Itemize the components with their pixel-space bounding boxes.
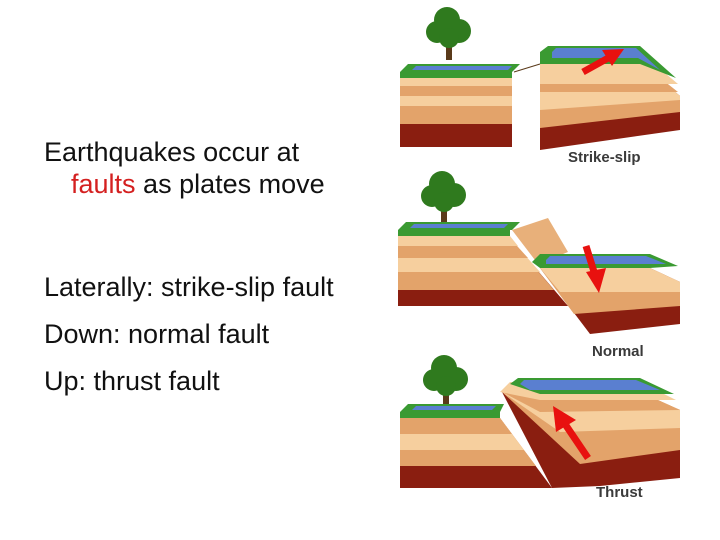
arrow-up-right-icon <box>581 49 624 76</box>
intro-line-1: Earthquakes occur at <box>44 137 300 167</box>
arrow-down-icon <box>582 244 606 293</box>
strike-slip-diagram: Strike-slip <box>400 7 680 166</box>
fault-line-down: Down: normal fault <box>44 319 270 349</box>
arrow-up-icon <box>553 406 591 460</box>
intro-line-2-rest: as plates move <box>135 169 325 199</box>
faults-highlight: faults <box>71 169 136 199</box>
label-normal: Normal <box>592 343 644 360</box>
fault-line-lateral: Laterally: strike-slip fault <box>44 272 334 302</box>
normal-fault-diagram: Normal <box>398 171 680 360</box>
tree-icon <box>421 171 466 224</box>
fault-line-up: Up: thrust fault <box>44 366 220 396</box>
text-block-intro: Earthquakes occur at faults as plates mo… <box>44 136 325 200</box>
intro-line-2: faults as plates move <box>44 168 325 200</box>
label-thrust: Thrust <box>596 484 643 501</box>
label-strike-slip: Strike-slip <box>568 149 641 166</box>
tree-icon <box>423 355 468 408</box>
tree-icon <box>426 7 471 60</box>
text-block-fault-types: Laterally: strike-slip fault Down: norma… <box>44 264 334 405</box>
thrust-fault-diagram: Thrust <box>400 355 680 501</box>
